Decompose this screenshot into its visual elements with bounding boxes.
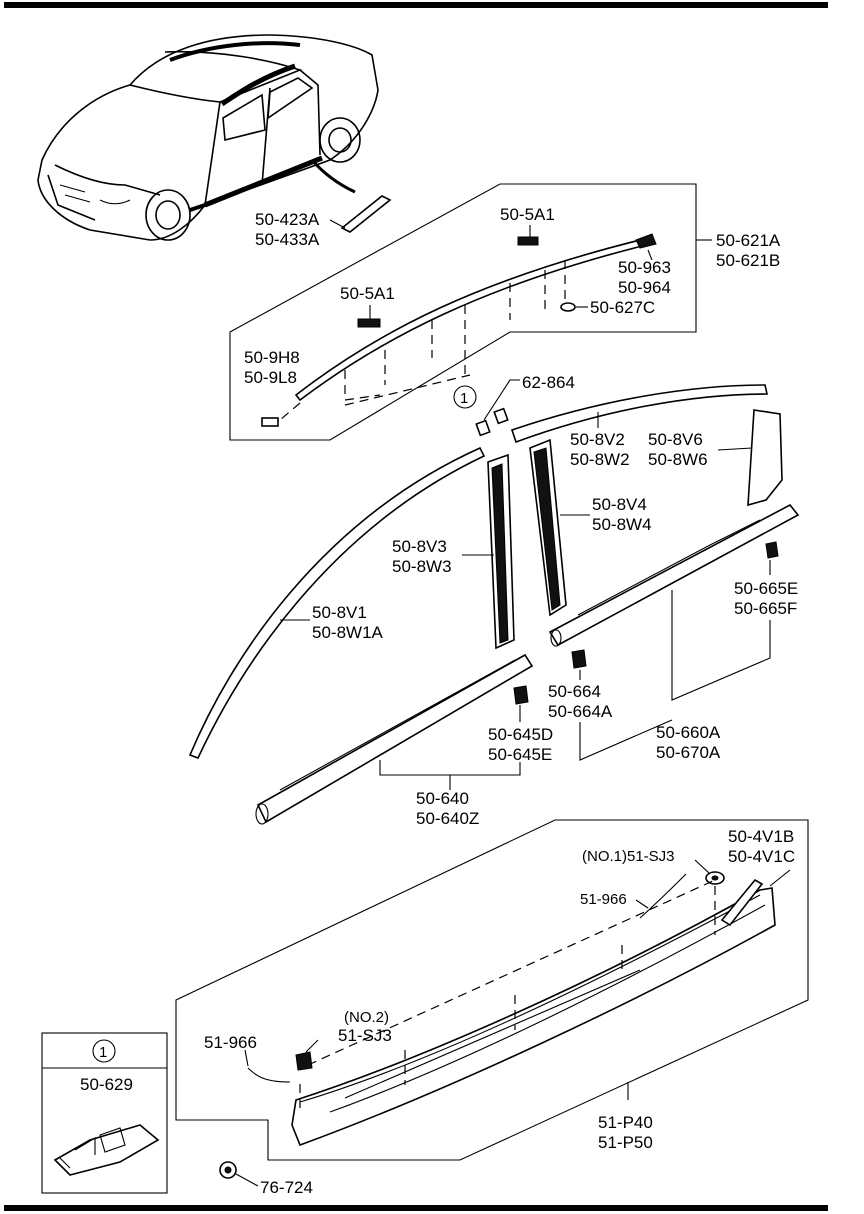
roof-front-end-cap (261, 417, 279, 427)
rear-quarter-label-1: 50-8V6 (648, 430, 703, 449)
front-upper-label-1: 50-8V1 (312, 603, 367, 622)
roof-molding-strip (294, 239, 644, 402)
rear-upper-label-1: 50-8V2 (570, 430, 625, 449)
sill-clip2-label: 51-SJ3 (338, 1026, 392, 1045)
rear-belt-molding (548, 503, 800, 647)
sill-clip-2 (295, 1051, 313, 1071)
front-upper-label-2: 50-8W1A (312, 623, 384, 642)
rear-clip-label-2: 50-665F (734, 599, 797, 618)
tape-piece-2 (493, 407, 509, 425)
roof-front-end-label-2: 50-9L8 (244, 368, 297, 387)
callout-circle (453, 385, 477, 409)
inset-part-label: 50-629 (80, 1075, 133, 1094)
car-illustration (37, 34, 379, 241)
roof-end-cap-label-1: 50-963 (618, 258, 671, 277)
sill-seal1-label: 51-966 (580, 891, 627, 908)
sill-clip2-prefix: (NO.2) (344, 1009, 389, 1026)
side-sill-frame (175, 819, 809, 1161)
sill-screw-label: 76-724 (260, 1178, 313, 1197)
roof-nut (560, 302, 576, 312)
roof-end-cap-label-2: 50-964 (618, 278, 671, 297)
rear-clip-label-1: 50-665E (734, 579, 798, 598)
front-clip-label-1: 50-664 (548, 682, 601, 701)
rear-upper-molding (510, 384, 768, 444)
sill-seal-2 (247, 1067, 291, 1083)
inset-part-drawing (53, 1124, 160, 1176)
roof-clip-rear-label: 50-5A1 (500, 205, 555, 224)
sill-end-piece (720, 878, 764, 927)
front-belt-label-2: 50-640Z (416, 809, 479, 828)
front-pillar-label-2: 50-8W3 (392, 557, 452, 576)
rear-upper-label-2: 50-8W2 (570, 450, 630, 469)
roof-clip-front (357, 318, 381, 328)
rear-belt-label-2: 50-670A (656, 743, 721, 762)
sill-end-label-2: 50-4V1C (728, 847, 795, 866)
sill-label-1: 51-P40 (598, 1113, 653, 1132)
rear-quarter-molding (747, 409, 783, 507)
wheel-arch-molding-label-2: 50-433A (255, 230, 320, 249)
rear-quarter-label-2: 50-8W6 (648, 450, 708, 469)
roof-bracket-label-1: 50-621A (716, 231, 781, 250)
rear-pillar-label-1: 50-8V4 (592, 495, 647, 514)
front-clip2-label-1: 50-645D (488, 725, 553, 744)
roof-bracket-label-2: 50-621B (716, 251, 780, 270)
roof-group-frame (229, 183, 697, 441)
roof-front-end-label-1: 50-9H8 (244, 348, 300, 367)
front-belt-molding (256, 653, 534, 824)
sill-seal2-label: 51-966 (204, 1033, 257, 1052)
rear-pillar-label-2: 50-8W4 (592, 515, 652, 534)
front-pillar-label-1: 50-8V3 (392, 537, 447, 556)
sill-clip1-label: (NO.1)51-SJ3 (582, 848, 675, 865)
roof-rear-end-cap (635, 233, 657, 249)
sill-label-2: 51-P50 (598, 1133, 653, 1152)
wheel-arch-molding-part (340, 195, 392, 233)
inset-box: 1 50-629 (41, 1032, 168, 1194)
roof-nut-label: 50-627C (590, 298, 655, 317)
tape-piece-1 (475, 419, 491, 437)
rear-belt-label-1: 50-660A (656, 723, 721, 742)
front-belt-label-1: 50-640 (416, 789, 469, 808)
tape-label: 62-864 (522, 373, 575, 392)
sill-end-label-1: 50-4V1B (728, 827, 794, 846)
inset-callout-number: 1 (99, 1044, 107, 1061)
wheel-arch-molding-label-1: 50-423A (255, 210, 320, 229)
inset-callout-circle (92, 1039, 116, 1063)
front-clip2-label-2: 50-645E (488, 745, 552, 764)
roof-clip-rear (517, 236, 539, 246)
roof-clip-front-label: 50-5A1 (340, 284, 395, 303)
sill-seal-1 (639, 873, 687, 919)
front-clip-label-2: 50-664A (548, 702, 613, 721)
front-upper-molding (188, 446, 486, 760)
callout-number: 1 (460, 390, 468, 407)
